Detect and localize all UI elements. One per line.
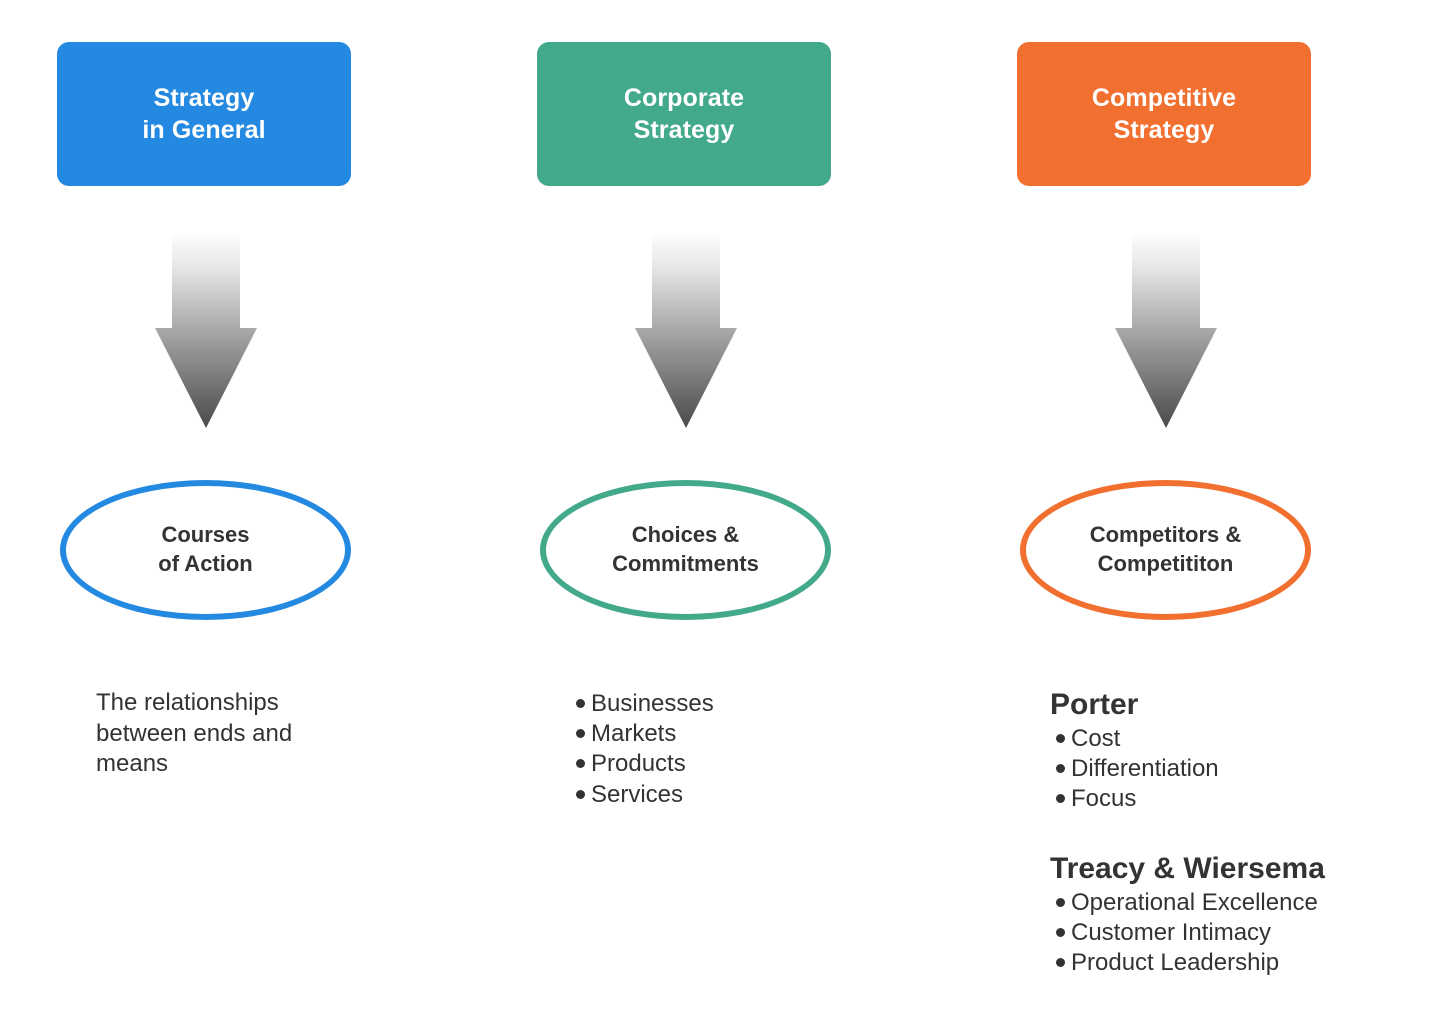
- list-item: Services: [576, 780, 714, 810]
- bullet-list-corporate-strategy: Businesses Markets Products Services: [576, 689, 714, 810]
- down-arrow-icon: [1115, 232, 1217, 428]
- list-item: Markets: [576, 719, 714, 749]
- header-line-1: Strategy: [153, 84, 255, 112]
- bullet-dot-icon: [576, 699, 585, 708]
- group-title: Treacy & Wiersema: [1050, 852, 1325, 885]
- header-box-text: Competitive Strategy: [1092, 82, 1236, 146]
- bullet-dot-icon: [576, 789, 585, 799]
- ellipse-line-1: Courses: [161, 522, 250, 548]
- header-line-1: Competitive: [1091, 84, 1237, 112]
- bullet-dot-icon: [1056, 794, 1065, 804]
- bullet-dot-icon: [1056, 763, 1065, 773]
- list-item-label: Differentiation: [1071, 754, 1219, 782]
- list-item: Customer Intimacy: [1050, 918, 1325, 948]
- list-item-label: Services: [591, 780, 684, 808]
- ellipse-text: Choices & Commitments: [612, 521, 759, 578]
- header-box-corporate-strategy[interactable]: Corporate Strategy: [537, 42, 831, 186]
- ellipse-line-2: Competititon: [1097, 551, 1234, 576]
- header-line-2: in General: [142, 116, 266, 144]
- bullet-dot-icon: [1056, 958, 1065, 968]
- list-item-label: Products: [591, 750, 686, 778]
- list-item-label: Markets: [591, 720, 677, 748]
- list-item-label: Focus: [1071, 785, 1137, 813]
- bullet-dot-icon: [1056, 927, 1065, 937]
- group-list-treacy-wiersema: Operational Excellence Customer Intimacy…: [1050, 888, 1325, 979]
- group-title: Porter: [1050, 688, 1139, 721]
- bullet-dot-icon: [1056, 897, 1065, 907]
- list-item-label: Operational Excellence: [1071, 888, 1318, 916]
- list-item: Product Leadership: [1050, 948, 1325, 978]
- ellipse-courses-of-action[interactable]: Courses of Action: [60, 480, 351, 620]
- list-item: Businesses: [576, 689, 714, 719]
- down-arrow-icon: [635, 232, 737, 428]
- list-item: Cost: [1050, 724, 1219, 754]
- header-line-2: Strategy: [1113, 116, 1215, 144]
- ellipse-line-1: Competitors &: [1089, 522, 1242, 548]
- list-item-label: Cost: [1071, 724, 1121, 752]
- list-item: Focus: [1050, 784, 1219, 814]
- ellipse-line-1: Choices &: [631, 522, 740, 548]
- header-box-text: Corporate Strategy: [624, 82, 744, 146]
- header-box-competitive-strategy[interactable]: Competitive Strategy: [1017, 42, 1311, 186]
- list-item-label: Product Leadership: [1071, 949, 1280, 977]
- bullet-dot-icon: [576, 729, 585, 739]
- header-line-2: Strategy: [633, 116, 735, 144]
- list-item-label: Businesses: [591, 690, 714, 717]
- group-list-porter: Cost Differentiation Focus: [1050, 724, 1219, 815]
- ellipse-text: Competitors & Competititon: [1090, 521, 1242, 578]
- header-box-text: Strategy in General: [142, 82, 265, 146]
- note-strategy-in-general: The relationships between ends and means: [96, 689, 293, 778]
- group-porter: Porter Cost Differentiation Focus: [1050, 688, 1219, 814]
- down-arrow-icon: [155, 232, 257, 428]
- list-item: Operational Excellence: [1050, 888, 1325, 918]
- bullet-dot-icon: [576, 759, 585, 769]
- ellipse-line-2: of Action: [158, 551, 253, 576]
- header-line-1: Corporate: [623, 84, 745, 112]
- ellipse-text: Courses of Action: [158, 521, 253, 578]
- group-treacy-wiersema: Treacy & Wiersema Operational Excellence…: [1050, 852, 1325, 978]
- bullet-dot-icon: [1056, 733, 1065, 743]
- list-item: Differentiation: [1050, 754, 1219, 784]
- list-item: Products: [576, 749, 714, 779]
- ellipse-line-2: Commitments: [612, 551, 759, 576]
- ellipse-choices-and-commitments[interactable]: Choices & Commitments: [540, 480, 831, 620]
- ellipse-competitors-and-competititon[interactable]: Competitors & Competititon: [1020, 480, 1311, 620]
- list-item-label: Customer Intimacy: [1071, 918, 1272, 946]
- header-box-strategy-in-general[interactable]: Strategy in General: [57, 42, 351, 186]
